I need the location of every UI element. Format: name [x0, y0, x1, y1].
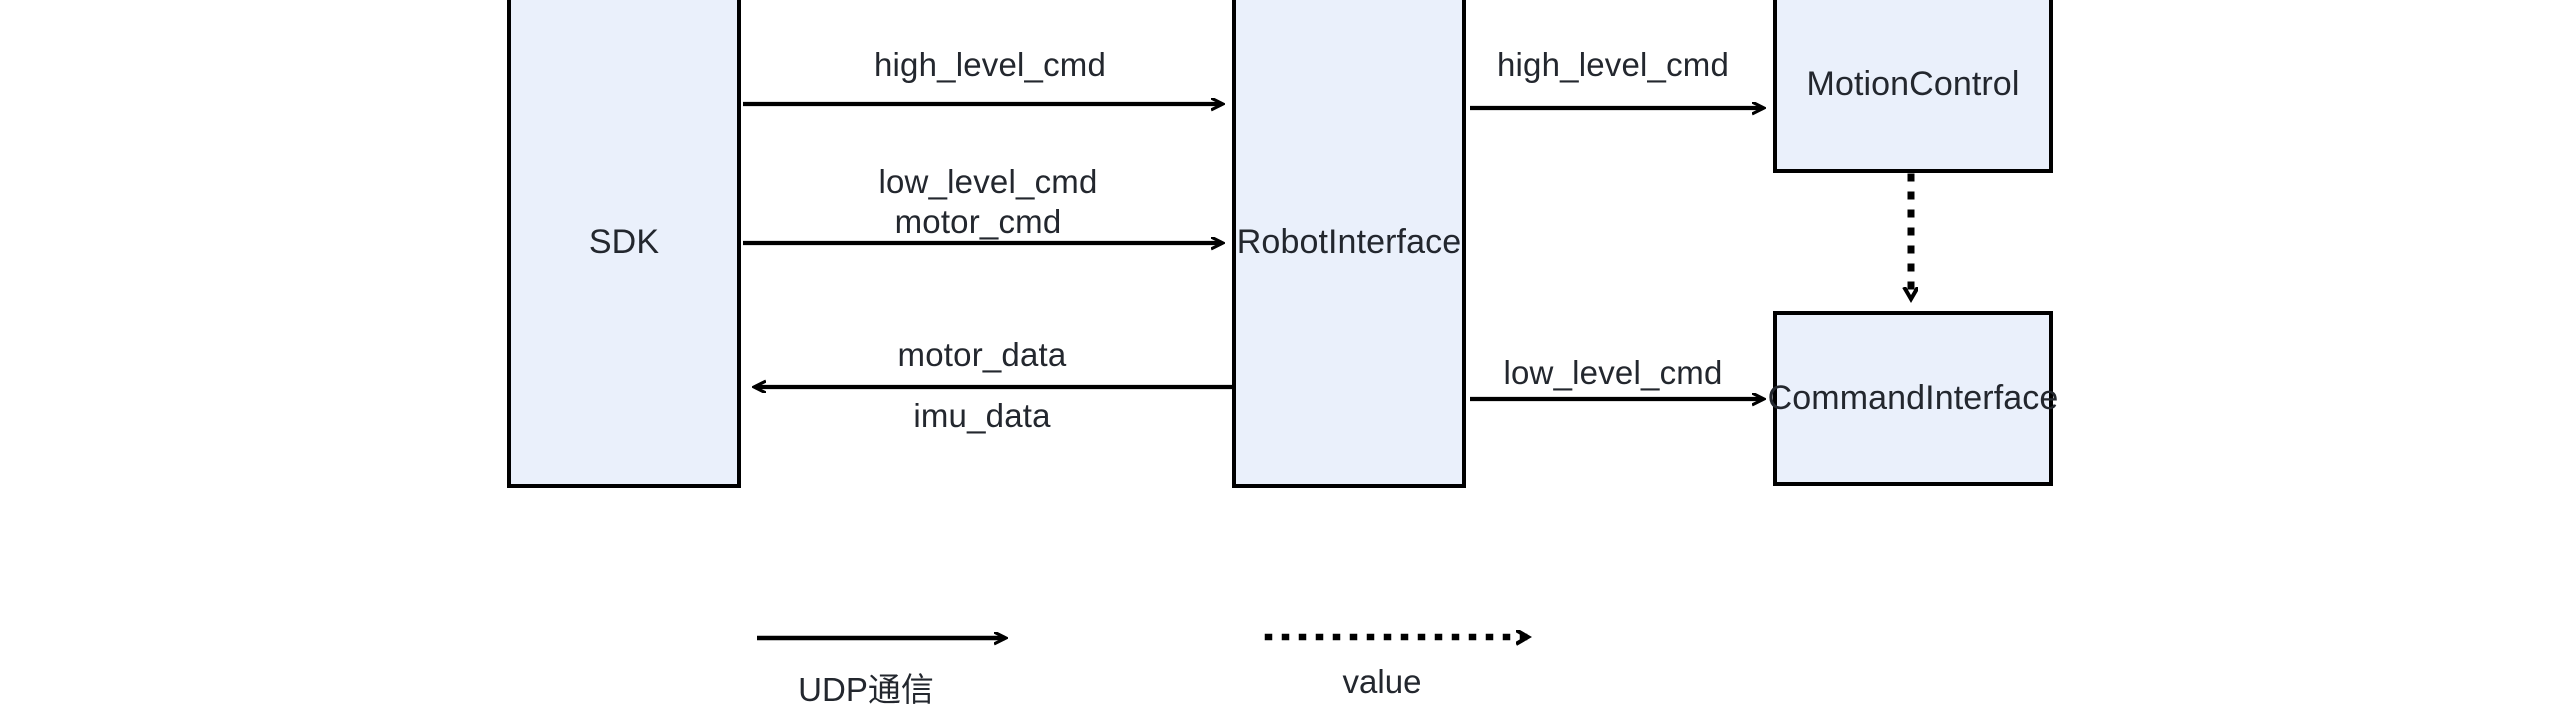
- legend-label-value: value: [1342, 663, 1422, 700]
- node-commandinterface-label: CommandInterface: [1767, 379, 2059, 417]
- legend-label-udp: UDP通信: [798, 671, 934, 708]
- edge-label-low-level-cmd-sdk-robot: low_level_cmd: [878, 163, 1098, 200]
- node-robotinterface[interactable]: RobotInterface: [1232, 0, 1466, 488]
- node-robotinterface-label: RobotInterface: [1236, 222, 1462, 261]
- edge-label-imu-data-robot-sdk: imu_data: [913, 397, 1051, 434]
- edge-label-low-level-cmd-robot-commandinterface: low_level_cmd: [1503, 354, 1723, 391]
- node-motioncontrol[interactable]: MotionControl: [1773, 0, 2053, 173]
- edge-label-motor-cmd-sdk-robot: motor_cmd: [894, 203, 1062, 240]
- edge-label-high-level-cmd-robot-motioncontrol: high_level_cmd: [1496, 46, 1730, 83]
- node-sdk[interactable]: SDK: [507, 0, 741, 488]
- edge-label-motor-data-robot-sdk: motor_data: [897, 336, 1067, 373]
- edge-label-high-level-cmd-sdk-robot: high_level_cmd: [873, 46, 1107, 83]
- node-motioncontrol-label: MotionControl: [1806, 65, 2020, 103]
- node-commandinterface[interactable]: CommandInterface: [1768, 311, 2058, 486]
- node-sdk-label: SDK: [588, 222, 660, 261]
